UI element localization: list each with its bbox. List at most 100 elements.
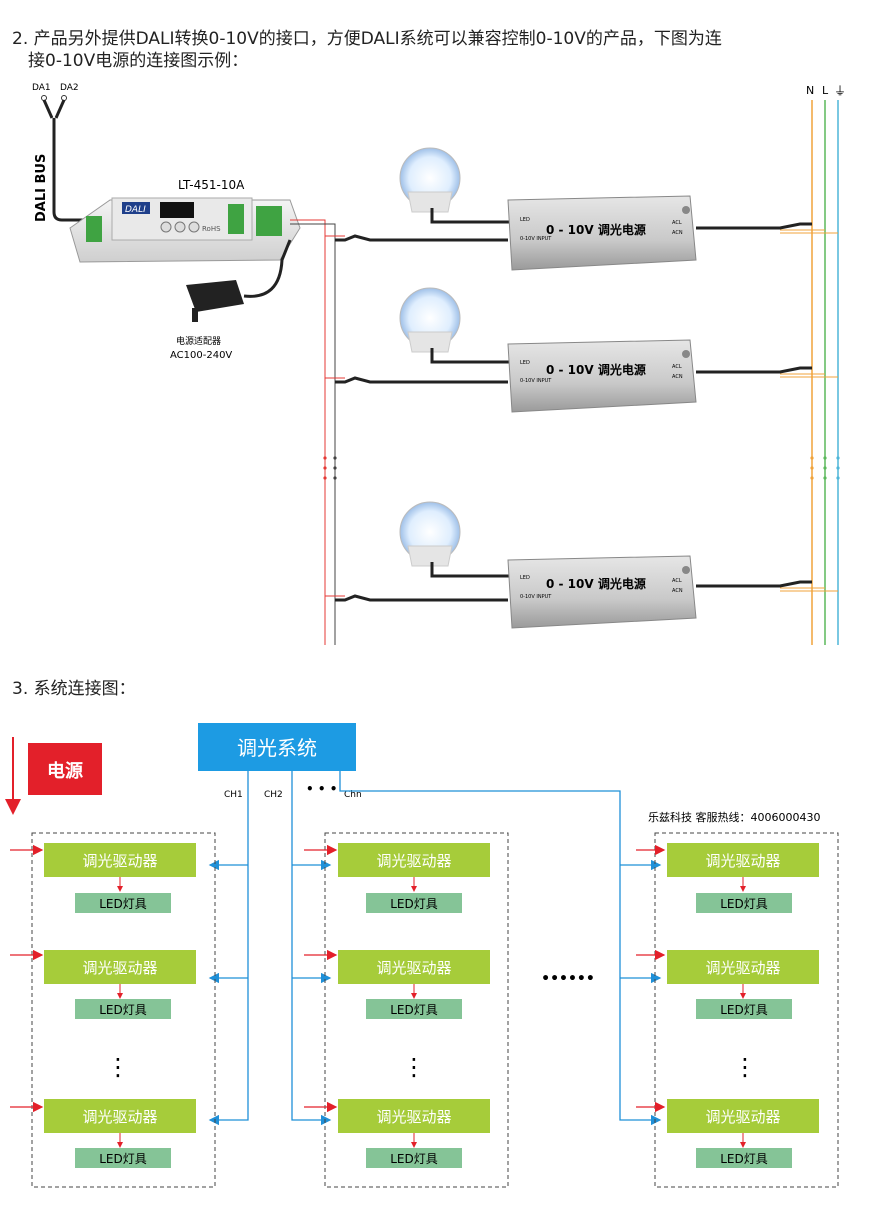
led-fixture-label: LED灯具 [99,1152,147,1166]
da2-terminal [61,95,67,101]
dimming-driver-3 [507,555,697,629]
dimming-driver-label: 调光驱动器 [376,852,451,870]
driver-unit-2: 0 - 10V 调光电源 LED 0-10V INPUT ACL ACN [325,287,838,413]
section-2-heading: 2. 产品另外提供DALI转换0-10V的接口，方便DALI系统可以兼容控制0-… [12,28,867,72]
dimming-system-label: 调光系统 [237,736,317,760]
dimming-driver-box [667,843,819,877]
output-bus-red [290,219,326,645]
ch1-line [208,771,249,1126]
section-2-line-1: 2. 产品另外提供DALI转换0-10V的接口，方便DALI系统可以兼容控制0-… [12,29,722,49]
dimming-driver-box [667,950,819,984]
driver-2-label: 0 - 10V 调光电源 [546,362,646,377]
dimming-driver-box [44,843,196,877]
driver-2-acl: ACL [672,364,682,370]
driver-2-led: LED [520,360,530,366]
group-2-row-1: 调光驱动器 LED灯具 [304,843,490,913]
dimming-driver-box [338,950,490,984]
dimming-driver-box [667,1099,819,1133]
dimming-driver-box [44,1099,196,1133]
group-2-vertical-dots: ⋮ [402,1053,426,1081]
power-adapter [186,239,292,322]
driver-2-input: 0-10V INPUT [520,378,552,384]
led-fixture-label: LED灯具 [99,897,147,911]
led-fixture-box [366,1148,462,1168]
led-fixture-label: LED灯具 [390,897,438,911]
group-1-frame [31,832,216,1188]
group-2-row-3: 调光驱动器 LED灯具 [304,1099,490,1168]
driver-1-led: LED [520,217,530,223]
dimming-driver-label: 调光驱动器 [705,852,780,870]
dimming-driver-label: 调光驱动器 [705,1108,780,1126]
driver-unit-3: 0 - 10V 调光电源 LED 0-10V INPUT ACL ACN [325,501,838,629]
power-label: 电源 [47,760,83,782]
led-fixture-box [696,999,792,1019]
hotline-text: 乐兹科技 客服热线：4006000430 [648,810,820,824]
group-n-row-2: 调光驱动器 LED灯具 [636,949,819,1019]
ch2-label: CH2 [264,790,283,800]
group-n-frame [654,832,839,1188]
wiring-diagram: DA1 DA2 DALI BUS LT-451-10A DALI RoHS 电源… [32,83,846,645]
group-2-row-2: 调光驱动器 LED灯具 [304,949,490,1019]
ch1-label: CH1 [224,790,243,800]
controller-logo: DALI [125,205,146,215]
mains-l-label: L [822,84,829,97]
dimming-driver-label: 调光驱动器 [376,1108,451,1126]
adapter-label: 电源适配器 [176,335,221,347]
ch2-line [291,771,332,1126]
group-1-row-2: 调光驱动器 LED灯具 [10,949,196,1019]
led-fixture-box [696,1148,792,1168]
led-fixture-box [75,1148,171,1168]
dimming-driver-label: 调光驱动器 [82,1108,157,1126]
led-fixture-label: LED灯具 [720,1003,768,1017]
dimming-driver-box [338,843,490,877]
channel-ellipsis: • • • [306,782,337,796]
dimming-driver-label: 调光驱动器 [376,959,451,977]
dimming-driver-2 [507,339,697,413]
group-1-row-3: 调光驱动器 LED灯具 [10,1099,196,1168]
driver-1-input: 0-10V INPUT [520,236,552,242]
dimming-driver-label: 调光驱动器 [82,959,157,977]
led-fixture-label: LED灯具 [390,1003,438,1017]
output-bus-dots-red [323,456,327,480]
output-bus-dots-black [333,456,337,480]
group-1-row-1: 调光驱动器 LED灯具 [10,843,196,913]
led-fixture-box [75,999,171,1019]
output-bus-black [290,223,336,645]
driver-1-label: 0 - 10V 调光电源 [546,222,646,237]
da1-terminal [41,95,47,101]
controller-device: DALI RoHS [69,197,301,263]
group-2-frame [324,832,509,1188]
led-fixture-box [75,893,171,913]
led-fixture-box [696,893,792,913]
dimming-driver-box [44,950,196,984]
driver-3-acn: ACN [672,588,683,594]
controller-rohs: RoHS [202,225,221,233]
dimming-driver-label: 调光驱动器 [82,852,157,870]
driver-3-acl: ACL [672,578,682,584]
group-n-row-3: 调光驱动器 LED灯具 [636,1099,819,1168]
chn-line [339,771,662,1126]
driver-3-label: 0 - 10V 调光电源 [546,576,646,591]
led-fixture-box [366,893,462,913]
dimming-system-box [198,723,356,771]
dali-bus-cable [42,99,100,222]
dimming-driver-1 [507,195,697,271]
dimming-driver-label: 调光驱动器 [705,959,780,977]
dali-bus-label: DALI BUS [34,154,49,222]
controller-model: LT-451-10A [178,178,245,192]
led-fixture-label: LED灯具 [99,1003,147,1017]
led-fixture-label: LED灯具 [720,1152,768,1166]
driver-3-led: LED [520,575,530,581]
driver-2-acn: ACN [672,374,683,380]
groups-ellipsis: •••••• [541,971,595,987]
adapter-voltage: AC100-240V [170,350,232,361]
driver-3-input: 0-10V INPUT [520,594,552,600]
dimming-driver-box [338,1099,490,1133]
system-diagram: 调光系统 电源 CH1 CH2 • • • Chn 乐兹科技 客服热线：4006… [5,723,839,1188]
section-3-title: 3. 系统连接图： [12,679,136,699]
ground-icon: ⏚ [834,84,846,98]
led-fixture-label: LED灯具 [720,897,768,911]
led-fixture-box [366,999,462,1019]
group-n-vertical-dots: ⋮ [733,1053,757,1081]
driver-1-acl: ACL [672,220,682,226]
